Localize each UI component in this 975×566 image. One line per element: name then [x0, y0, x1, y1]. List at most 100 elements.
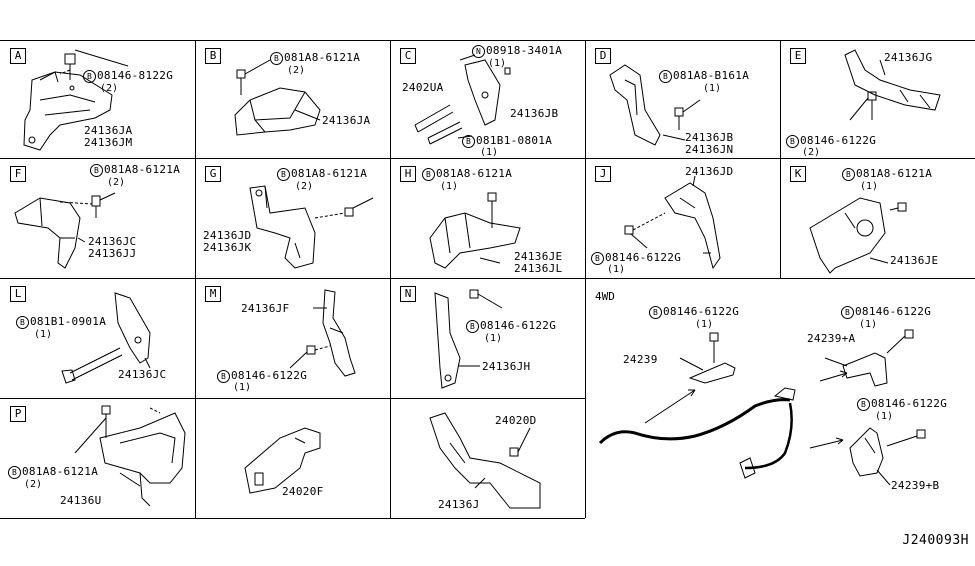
- part-label: 24136JM: [84, 136, 133, 149]
- harness-drawing: [598, 329, 926, 486]
- panel-letter: P: [10, 406, 26, 422]
- bracket-j-drawing: [624, 175, 721, 270]
- part-label: 24136JD: [685, 165, 734, 178]
- grid-line: [0, 40, 975, 41]
- b-symbol: B: [659, 70, 672, 83]
- part-label: 24136JF: [241, 302, 290, 315]
- panel-24020f: 24020F: [195, 398, 390, 518]
- bolt-qty: (1): [233, 382, 252, 393]
- part-label: 24136JH: [482, 360, 531, 373]
- b-symbol: B: [842, 168, 855, 181]
- bolt-qty: (2): [100, 83, 119, 94]
- part-label: 24239+A: [807, 332, 856, 345]
- bracket-p-drawing: [74, 405, 186, 507]
- bolt-qty: (1): [695, 319, 714, 330]
- part-label: 24136JA: [322, 114, 371, 127]
- part-label: 24136JB: [510, 107, 559, 120]
- panel-letter: D: [595, 48, 611, 64]
- panel-letter: F: [10, 166, 26, 182]
- part-label: 24136JL: [514, 262, 563, 275]
- b-symbol: B: [8, 466, 21, 479]
- panel-letter: J: [595, 166, 611, 182]
- bolt-qty: (1): [875, 411, 894, 422]
- grid-line: [585, 40, 586, 518]
- b-symbol: B: [591, 252, 604, 265]
- panel-letter: A: [10, 48, 26, 64]
- b-symbol: B: [16, 316, 29, 329]
- grid-line: [780, 40, 781, 278]
- panel-letter: G: [205, 166, 221, 182]
- panel-24020d: 24020D 24136J: [390, 398, 585, 518]
- 4wd-label: 4WD: [595, 290, 615, 303]
- part-label: 24239+B: [891, 479, 940, 492]
- bolt-qty: (1): [34, 329, 53, 340]
- grid-line: [0, 278, 975, 279]
- panel-letter: L: [10, 286, 26, 302]
- bolt-qty: (1): [860, 181, 879, 192]
- panel-letter: C: [400, 48, 416, 64]
- part-label: 24020D: [495, 414, 537, 427]
- part-label: 24136JE: [890, 254, 939, 267]
- part-label: 24136JC: [118, 368, 167, 381]
- part-label: 24136JD: [203, 229, 252, 242]
- bracket-b-drawing: [234, 59, 321, 136]
- part-label: 24136JE: [514, 250, 563, 263]
- b-symbol: B: [649, 306, 662, 319]
- panel-letter: H: [400, 166, 416, 182]
- part-label: 24136JN: [685, 143, 734, 156]
- grid-line: [0, 158, 975, 159]
- bolt-qty: (2): [107, 177, 126, 188]
- part-label: 24136JG: [884, 51, 933, 64]
- n-symbol: N: [472, 45, 485, 58]
- part-label: 24136JJ: [88, 247, 137, 260]
- part-label: 24136U: [60, 494, 102, 507]
- b-symbol: B: [270, 52, 283, 65]
- panel-letter: E: [790, 48, 806, 64]
- bolt-qty: (1): [484, 333, 503, 344]
- bracket-24020d-drawing: [429, 412, 541, 509]
- grid-line: [390, 40, 391, 518]
- bracket-d-drawing: [609, 64, 701, 146]
- b-symbol: B: [857, 398, 870, 411]
- part-label: 24136JB: [685, 131, 734, 144]
- nut-qty: (1): [488, 58, 507, 69]
- part-label: 24136JA: [84, 124, 133, 137]
- bolt-qty: (1): [480, 147, 499, 158]
- b-symbol: B: [462, 135, 475, 148]
- b-symbol: B: [786, 135, 799, 148]
- bolt-qty: (1): [440, 181, 459, 192]
- bracket-h-drawing: [429, 192, 521, 269]
- bolt-qty: (2): [295, 181, 314, 192]
- part-label: 24239: [623, 353, 658, 366]
- bracket-m-drawing: [289, 289, 356, 377]
- bracket-n-drawing: [434, 289, 503, 389]
- grid-line: [0, 398, 585, 399]
- bolt-qty: (2): [24, 479, 43, 490]
- bracket-a-drawing: [23, 49, 129, 151]
- b-symbol: B: [90, 164, 103, 177]
